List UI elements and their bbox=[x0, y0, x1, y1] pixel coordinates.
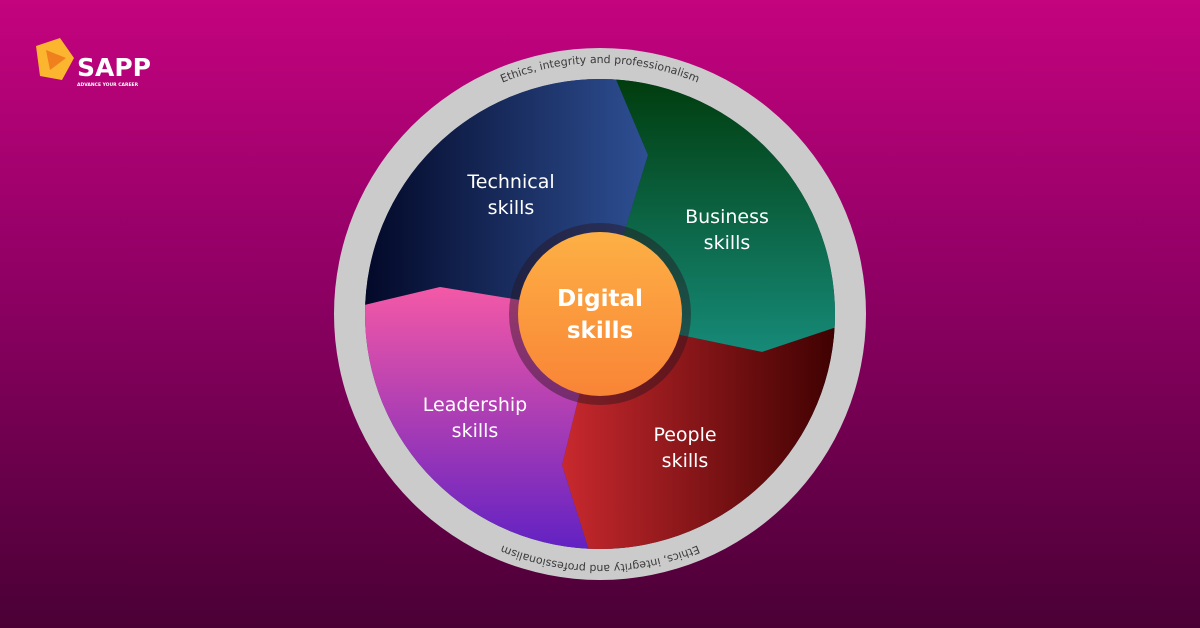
technical-label-2: skills bbox=[488, 197, 535, 219]
technical-label-1: Technical bbox=[466, 171, 554, 193]
svg-text:SAPP: SAPP bbox=[77, 53, 151, 82]
people-label-2: skills bbox=[662, 450, 709, 472]
svg-text:ADVANCE YOUR CAREER: ADVANCE YOUR CAREER bbox=[77, 82, 139, 88]
sapp-logo[interactable]: SAPP ADVANCE YOUR CAREER bbox=[36, 38, 151, 88]
business-label-2: skills bbox=[704, 232, 751, 254]
business-label-1: Business bbox=[685, 206, 769, 228]
center-circle bbox=[518, 232, 682, 396]
center-label-2: skills bbox=[567, 318, 633, 344]
leadership-label-2: skills bbox=[452, 420, 499, 442]
leadership-label-1: Leadership bbox=[423, 394, 527, 416]
people-label-1: People bbox=[653, 424, 716, 446]
center-label-1: Digital bbox=[557, 286, 643, 312]
